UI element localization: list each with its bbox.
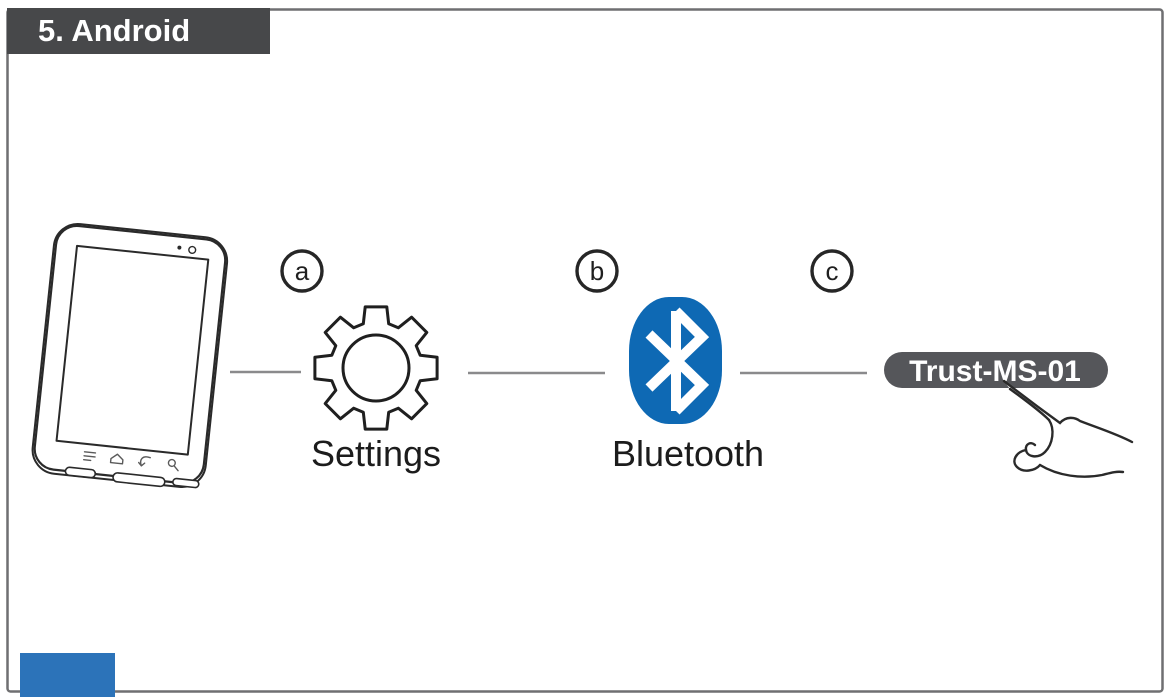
step-letter: b: [590, 256, 604, 286]
step-letter: a: [295, 256, 310, 286]
tablet-screen: [55, 244, 210, 456]
back-icon: [138, 456, 151, 467]
bluetooth-label: Bluetooth: [612, 433, 764, 474]
camera-icon: [177, 245, 182, 250]
speaker-slots: [64, 466, 200, 489]
sensor-icon: [188, 245, 197, 255]
step-badge-b: b: [575, 249, 619, 293]
bluetooth-icon: [629, 297, 722, 424]
page-border: [6, 8, 1164, 693]
pointing-hand-icon: [1002, 379, 1134, 478]
step-badge-c: c: [810, 249, 854, 293]
search-icon: [167, 458, 179, 472]
home-icon: [109, 453, 124, 465]
device-name-button: Trust-MS-01: [884, 352, 1108, 388]
android-tablet-illustration: [31, 222, 229, 489]
footer-accent-block: [20, 653, 115, 697]
section-title: 5. Android: [38, 13, 191, 48]
step-letter: c: [826, 256, 839, 286]
settings-label: Settings: [311, 433, 441, 474]
step-badge-a: a: [280, 249, 324, 293]
section-banner: 5. Android: [7, 8, 270, 54]
device-name-label: Trust-MS-01: [909, 355, 1081, 388]
menu-icon: [82, 451, 97, 462]
gear-icon: [313, 305, 439, 431]
